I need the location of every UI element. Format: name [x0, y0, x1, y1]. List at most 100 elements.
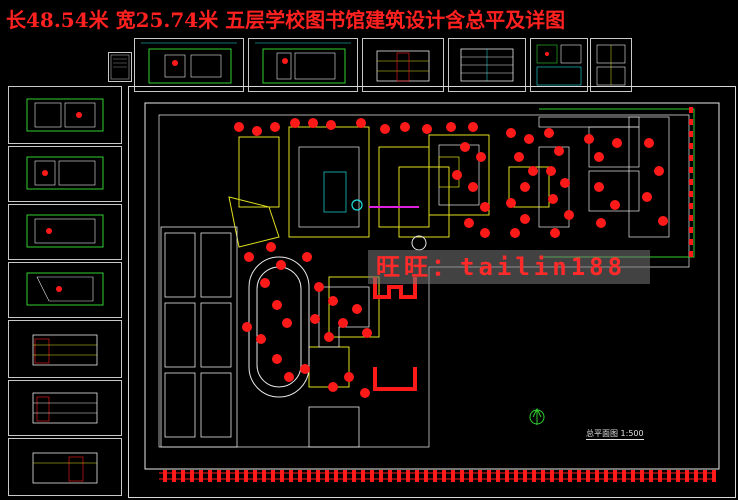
property-tick — [694, 470, 698, 482]
edge-marker — [689, 203, 693, 209]
property-tick — [316, 470, 320, 482]
tree-symbol — [554, 146, 564, 156]
plan-scale-label: 总平面图 1:500 — [586, 429, 644, 440]
property-tick — [226, 470, 230, 482]
tree-symbol — [610, 200, 620, 210]
property-tick — [298, 470, 302, 482]
property-tick — [685, 470, 689, 482]
tree-symbol — [510, 228, 520, 238]
tree-symbol — [544, 128, 554, 138]
tree-symbol — [446, 122, 456, 132]
tree-symbol — [480, 228, 490, 238]
property-tick — [235, 470, 239, 482]
tree-symbol — [400, 122, 410, 132]
property-tick — [361, 470, 365, 482]
north-arrow-icon — [529, 407, 545, 425]
watermark: 旺旺：tailin188 — [368, 250, 650, 284]
property-tick — [433, 470, 437, 482]
tree-symbol — [352, 304, 362, 314]
tree-symbol — [560, 178, 570, 188]
tree-symbol — [380, 124, 390, 134]
site-plan-drawing[interactable] — [128, 86, 736, 498]
tree-symbol — [564, 210, 574, 220]
property-tick — [631, 470, 635, 482]
thumbnail-elevation[interactable] — [362, 38, 444, 92]
property-tick — [505, 470, 509, 482]
thumbnail-left-elevation-2[interactable] — [8, 380, 122, 436]
property-tick — [397, 470, 401, 482]
property-tick — [622, 470, 626, 482]
property-tick — [460, 470, 464, 482]
property-tick — [496, 470, 500, 482]
edge-marker — [689, 131, 693, 137]
property-tick — [163, 470, 167, 482]
tree-symbol — [594, 182, 604, 192]
tree-symbol — [452, 170, 462, 180]
property-tick — [244, 470, 248, 482]
tree-symbol — [642, 192, 652, 202]
tree-symbol — [272, 354, 282, 364]
property-tick — [208, 470, 212, 482]
tree-symbol — [360, 388, 370, 398]
edge-marker — [689, 239, 693, 245]
property-tick — [343, 470, 347, 482]
property-tick — [514, 470, 518, 482]
thumbnail-index-sheet[interactable] — [108, 52, 132, 82]
property-tick — [532, 470, 536, 482]
thumbnail-first-floor-plan[interactable] — [134, 38, 244, 92]
thumbnail-left-plan-4[interactable] — [8, 262, 122, 318]
property-tick — [559, 470, 563, 482]
tree-symbol — [356, 118, 366, 128]
tree-symbol — [270, 122, 280, 132]
tree-symbol — [284, 372, 294, 382]
thumbnail-second-floor-plan[interactable] — [248, 38, 358, 92]
tree-symbol — [282, 318, 292, 328]
edge-marker — [689, 227, 693, 233]
property-tick — [262, 470, 266, 482]
tree-symbol — [480, 202, 490, 212]
thumbnail-detail-a[interactable] — [530, 38, 588, 92]
tree-symbol — [242, 322, 252, 332]
edge-marker — [689, 191, 693, 197]
page-title: 长48.54米 宽25.74米 五层学校图书馆建筑设计含总平及详图 — [6, 8, 566, 32]
tree-symbol — [506, 128, 516, 138]
entrance-plaza — [411, 235, 427, 251]
thumbnail-detail-b[interactable] — [590, 38, 632, 92]
property-tick — [667, 470, 671, 482]
property-tick — [424, 470, 428, 482]
thumbnail-left-elevation-1[interactable] — [8, 320, 122, 378]
tree-symbol — [514, 152, 524, 162]
property-tick — [415, 470, 419, 482]
edge-marker — [689, 179, 693, 185]
site-boundary — [144, 102, 720, 470]
tree-symbol — [272, 300, 282, 310]
tree-symbol — [644, 138, 654, 148]
tree-symbol — [256, 334, 266, 344]
property-tick — [451, 470, 455, 482]
tree-symbol — [234, 122, 244, 132]
tree-symbol — [338, 318, 348, 328]
property-tick — [469, 470, 473, 482]
tree-symbol — [422, 124, 432, 134]
tree-symbol — [546, 166, 556, 176]
fountain — [351, 199, 363, 211]
tree-symbol — [520, 214, 530, 224]
property-tick — [181, 470, 185, 482]
thumbnail-section[interactable] — [448, 38, 526, 92]
property-tick — [334, 470, 338, 482]
tree-symbol — [468, 122, 478, 132]
edge-marker — [689, 215, 693, 221]
tree-symbol — [476, 152, 486, 162]
tree-symbol — [290, 118, 300, 128]
thumbnail-left-plan-1[interactable] — [8, 86, 122, 144]
thumbnail-left-plan-3[interactable] — [8, 204, 122, 260]
edge-marker — [689, 155, 693, 161]
tree-symbol — [266, 242, 276, 252]
property-tick — [271, 470, 275, 482]
tree-symbol — [252, 126, 262, 136]
thumbnail-left-elevation-3[interactable] — [8, 438, 122, 496]
property-ticks — [163, 470, 716, 482]
property-tick — [613, 470, 617, 482]
tree-symbol — [300, 364, 310, 374]
thumbnail-left-plan-2[interactable] — [8, 146, 122, 202]
